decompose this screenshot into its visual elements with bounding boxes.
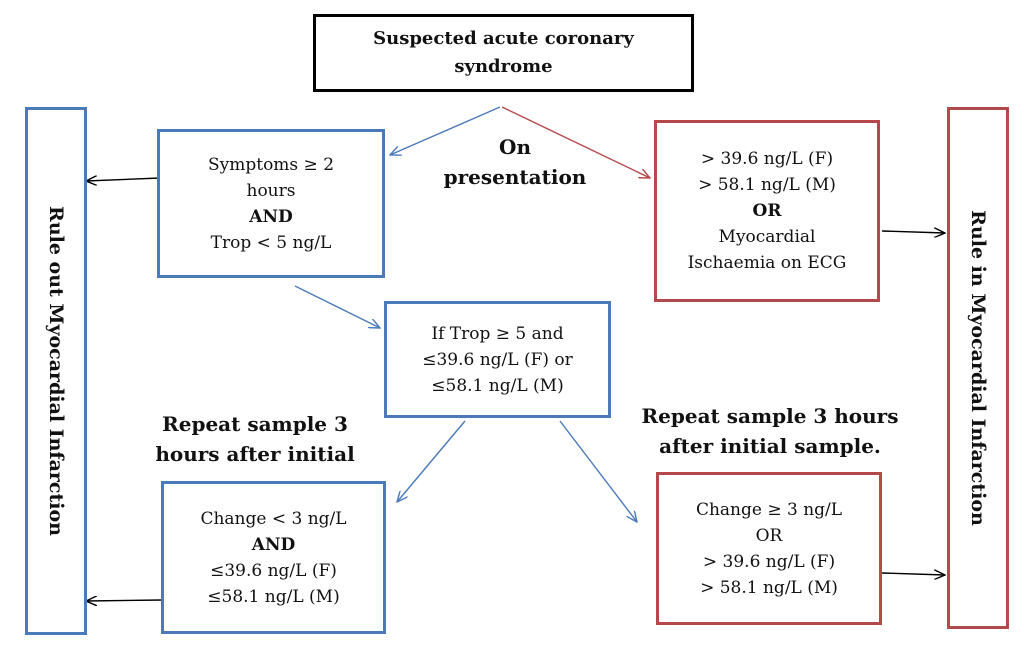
repeat-sample-left-label: Repeat sample 3 hours after initial [155, 412, 355, 466]
suspected-acs-line-1: Suspected acute coronary [373, 28, 634, 49]
arrow-middle-to-change-high [559, 420, 637, 522]
arrow-change-low-to-rule-out [86, 600, 163, 601]
arrow-start-to-symptoms [390, 106, 501, 155]
suspected-acs-box: Suspected acute coronary syndrome [313, 14, 694, 92]
change-high-box: Change ≥ 3 ng/L OR > 39.6 ng/L (F) > 58.… [656, 472, 882, 625]
on-presentation-label: On presentation [443, 135, 587, 189]
arrow-symptoms-to-middle [294, 285, 380, 328]
symptoms-box: Symptoms ≥ 2 hours AND Trop < 5 ng/L [157, 129, 385, 278]
arrow-start-to-high [501, 106, 650, 178]
intermediate-troponin-box: If Trop ≥ 5 and ≤39.6 ng/L (F) or ≤58.1 … [384, 301, 611, 418]
rule-in-mi-box: Rule in Myocardial Infarction [947, 107, 1009, 629]
rule-out-mi-box: Rule out Myocardial Infarction [25, 107, 87, 635]
arrow-middle-to-change-low [397, 420, 466, 502]
arrow-symptoms-to-rule-out [86, 178, 161, 181]
change-low-box: Change < 3 ng/L AND ≤39.6 ng/L (F) ≤58.1… [161, 481, 386, 634]
arrow-high-to-rule-in [881, 231, 945, 233]
repeat-sample-right-label: Repeat sample 3 hours after initial samp… [641, 404, 899, 458]
rule-out-mi-label: Rule out Myocardial Infarction [45, 206, 67, 536]
rule-in-mi-label: Rule in Myocardial Infarction [967, 210, 990, 526]
arrow-change-high-to-rule-in [881, 573, 945, 575]
suspected-acs-line-2: syndrome [454, 56, 553, 77]
high-troponin-box: > 39.6 ng/L (F) > 58.1 ng/L (M) OR Myoca… [654, 120, 880, 302]
